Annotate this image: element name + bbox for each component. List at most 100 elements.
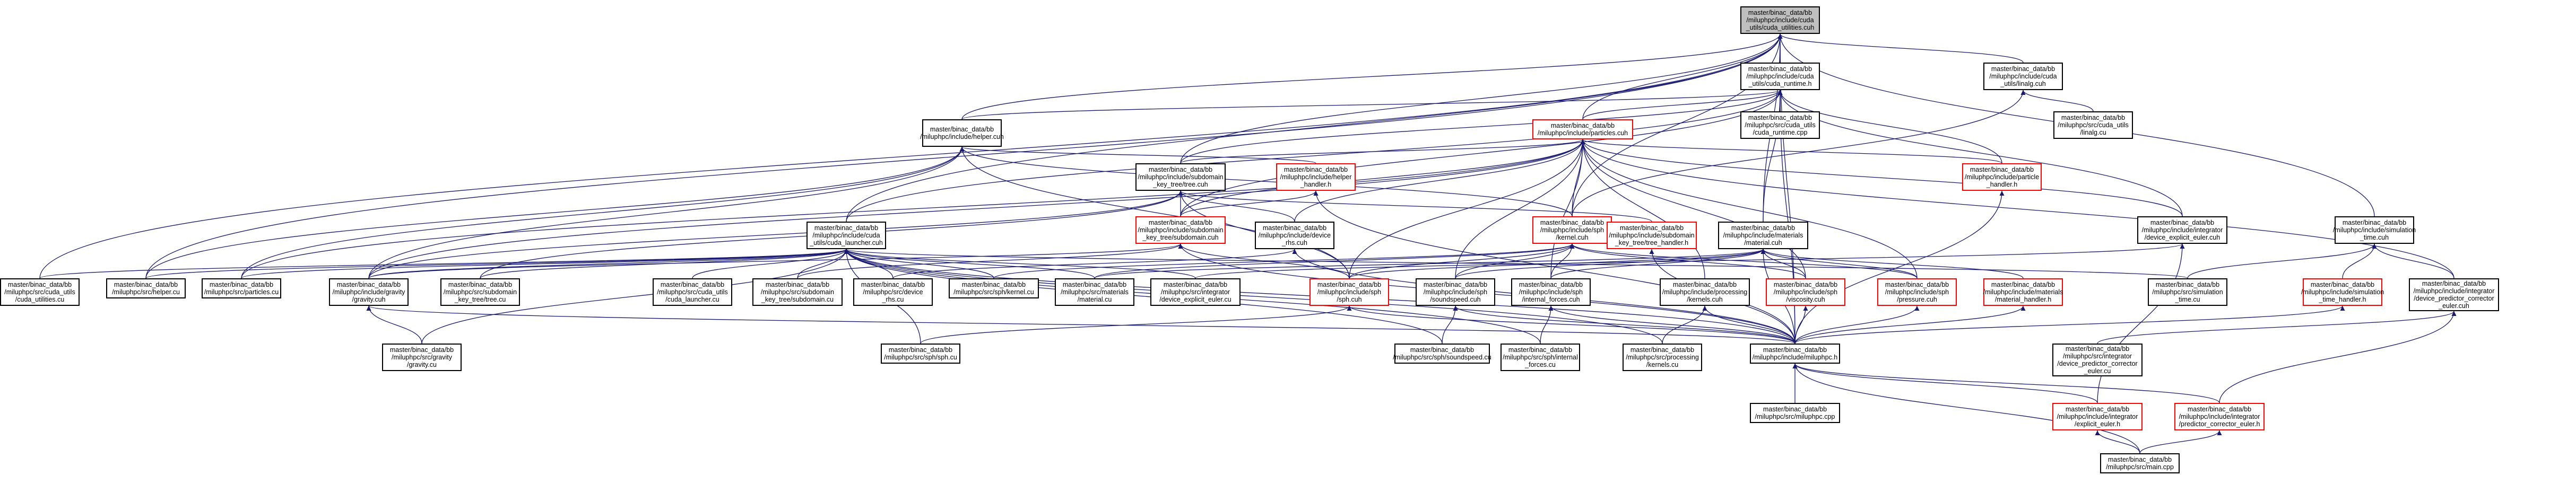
node-device-pc-euler-cu[interactable]: master/binac_data/bb /miluphpc/src/integ… xyxy=(2052,344,2143,376)
node-cuda-runtime[interactable]: master/binac_data/bb /miluphpc/include/c… xyxy=(1740,63,1820,90)
edge-material_cuh-to-pressure_cuh xyxy=(1760,249,1918,279)
node-gravity-cuh[interactable]: master/binac_data/bb /miluphpc/include/g… xyxy=(329,278,409,306)
edge-particles_cuh-to-soundspeed_cuh xyxy=(1455,139,1585,279)
node-label: master/binac_data/bb /miluphpc/src/cuda_… xyxy=(1745,114,1816,136)
node-explicit-euler-h[interactable]: master/binac_data/bb /miluphpc/include/i… xyxy=(2052,403,2143,430)
node-cuda-launcher[interactable]: master/binac_data/bb /miluphpc/include/c… xyxy=(806,222,886,249)
node-device-pc-euler-cuh[interactable]: master/binac_data/bb /miluphpc/include/i… xyxy=(2409,278,2499,311)
edge-particles_cuh-to-gravity_cuh xyxy=(368,139,1585,279)
node-label: master/binac_data/bb /miluphpc/include/s… xyxy=(1423,281,1488,303)
node-miluphpc-h[interactable]: master/binac_data/bb /miluphpc/include/m… xyxy=(1750,344,1840,364)
node-label: master/binac_data/bb /miluphpc/include/d… xyxy=(1258,224,1331,247)
node-label: master/binac_data/bb /miluphpc/include/c… xyxy=(1746,65,1814,87)
node-kernels-cuh[interactable]: master/binac_data/bb /miluphpc/include/p… xyxy=(1660,278,1750,306)
edge-kernel_cuh-to-sph_cuh xyxy=(1349,243,1575,279)
node-internal-forces-cu[interactable]: master/binac_data/bb /miluphpc/src/sph/i… xyxy=(1501,344,1580,371)
node-sph-cu[interactable]: master/binac_data/bb /miluphpc/src/sph/s… xyxy=(881,344,960,364)
edge-explicit_euler_h-to-main_cpp xyxy=(2095,430,2140,454)
node-cuda-utilities[interactable]: master/binac_data/bb /miluphpc/include/c… xyxy=(1740,6,1820,34)
node-label: master/binac_data/bb /miluphpc/include/m… xyxy=(1983,281,2063,303)
edge-material_cuh-to-material_cu xyxy=(1094,249,1766,279)
node-particles-cu[interactable]: master/binac_data/bb /miluphpc/src/parti… xyxy=(202,278,281,298)
node-label: master/binac_data/bb /miluphpc/include/m… xyxy=(1723,224,1803,247)
node-label: master/binac_data/bb /miluphpc/include/s… xyxy=(1138,166,1224,188)
node-cuda-utilities-cu[interactable]: master/binac_data/bb /miluphpc/src/cuda_… xyxy=(0,278,80,306)
node-internal-forces-cuh[interactable]: master/binac_data/bb /miluphpc/include/s… xyxy=(1511,278,1591,306)
node-helper-cu[interactable]: master/binac_data/bb /miluphpc/src/helpe… xyxy=(106,278,186,298)
node-sph-cuh[interactable]: master/binac_data/bb /miluphpc/include/s… xyxy=(1309,278,1389,306)
node-cuda-runtime-cpp[interactable]: master/binac_data/bb /miluphpc/src/cuda_… xyxy=(1740,111,1820,139)
node-label: master/binac_data/bb /miluphpc/include/s… xyxy=(1540,219,1604,241)
node-label: master/binac_data/bb /miluphpc/include/s… xyxy=(1138,219,1224,241)
edge-simulation_time_cuh-to-simulation_time_cu xyxy=(2187,243,2377,279)
node-label: master/binac_data/bb /miluphpc/include/i… xyxy=(2179,406,2260,428)
edge-helper_cuh-to-helper_cu xyxy=(145,146,965,279)
node-kernels-cu[interactable]: master/binac_data/bb /miluphpc/src/proce… xyxy=(1623,344,1702,371)
node-gravity-cu[interactable]: master/binac_data/bb /miluphpc/src/gravi… xyxy=(382,344,462,371)
node-label: master/binac_data/bb /miluphpc/include/s… xyxy=(2332,219,2416,241)
edge-particles_cuh-to-device_explicit_euler_cuh xyxy=(1580,139,2183,217)
node-soundspeed-cuh[interactable]: master/binac_data/bb /miluphpc/include/s… xyxy=(1416,278,1495,306)
node-main-cpp[interactable]: master/binac_data/bb /miluphpc/src/main.… xyxy=(2100,453,2180,473)
node-subdomain-cuh[interactable]: master/binac_data/bb /miluphpc/include/s… xyxy=(1135,216,1226,244)
edge-sph_cuh-to-sph_cu xyxy=(920,305,1352,344)
edge-particles_cuh-to-tree_cuh xyxy=(1180,139,1585,164)
edge-simulation_time_cuh-to-time_handler xyxy=(2342,243,2377,279)
node-label: master/binac_data/bb /miluphpc/include/m… xyxy=(1752,346,1838,361)
node-time-handler[interactable]: master/binac_data/bb /miluphpc/include/s… xyxy=(2301,278,2384,306)
node-cuda-launcher-cu[interactable]: master/binac_data/bb /miluphpc/src/cuda_… xyxy=(653,278,732,306)
node-viscosity-cuh[interactable]: master/binac_data/bb /miluphpc/include/s… xyxy=(1766,278,1845,306)
node-device-explicit-euler-cu[interactable]: master/binac_data/bb /miluphpc/src/integ… xyxy=(1150,278,1241,306)
node-pressure-cuh[interactable]: master/binac_data/bb /miluphpc/include/s… xyxy=(1877,278,1957,306)
node-device-explicit-euler-cuh[interactable]: master/binac_data/bb /miluphpc/include/i… xyxy=(2137,216,2227,244)
edge-device_pc_euler_cuh-to-pc_euler_h xyxy=(2219,311,2457,403)
node-tree-cu[interactable]: master/binac_data/bb /miluphpc/src/subdo… xyxy=(440,278,520,306)
node-subdomain-cu[interactable]: master/binac_data/bb /miluphpc/src/subdo… xyxy=(752,278,843,306)
node-particle-handler[interactable]: master/binac_data/bb /miluphpc/include/p… xyxy=(1962,163,2042,191)
edge-device_rhs_cuh-to-device_rhs_cu xyxy=(892,249,1297,279)
node-helper-handler[interactable]: master/binac_data/bb /miluphpc/include/h… xyxy=(1276,163,1356,191)
edge-particles_cuh-to-device_rhs_cuh xyxy=(1294,139,1585,222)
node-label: master/binac_data/bb /miluphpc/src/integ… xyxy=(2057,345,2138,375)
edge-kernels_cuh-to-kernels_cu xyxy=(1662,305,1707,344)
node-pc-euler-h[interactable]: master/binac_data/bb /miluphpc/include/i… xyxy=(2174,403,2265,430)
node-tree-handler[interactable]: master/binac_data/bb /miluphpc/include/s… xyxy=(1607,222,1697,249)
node-label: master/binac_data/bb /miluphpc/include/s… xyxy=(1317,281,1382,303)
node-linalg-cu[interactable]: master/binac_data/bb /miluphpc/src/cuda_… xyxy=(2053,111,2133,139)
node-device-rhs-cu[interactable]: master/binac_data/bb /miluphpc/src/devic… xyxy=(853,278,933,306)
node-material-handler[interactable]: master/binac_data/bb /miluphpc/include/m… xyxy=(1983,278,2063,306)
node-label: master/binac_data/bb /miluphpc/src/proce… xyxy=(1626,346,1699,368)
node-particles-cuh[interactable]: master/binac_data/bb /miluphpc/include/p… xyxy=(1532,119,1633,139)
node-tree-cuh[interactable]: master/binac_data/bb /miluphpc/include/s… xyxy=(1135,163,1226,191)
node-helper-cuh[interactable]: master/binac_data/bb /miluphpc/include/h… xyxy=(920,119,1004,147)
node-simulation-time-cu[interactable]: master/binac_data/bb /miluphpc/src/simul… xyxy=(2148,278,2227,306)
edge-helper_cuh-to-sph_cuh xyxy=(959,146,1350,279)
node-linalg[interactable]: master/binac_data/bb /miluphpc/include/c… xyxy=(1983,63,2063,90)
edge-cuda_launcher-to-kernel_cu xyxy=(844,249,994,279)
edge-cuda_runtime-to-particle_handler xyxy=(1777,90,2002,164)
edge-pressure_cuh-to-miluphpc_h xyxy=(1794,305,1920,344)
node-label: master/binac_data/bb /miluphpc/include/s… xyxy=(1609,224,1695,247)
node-label: master/binac_data/bb /miluphpc/src/devic… xyxy=(861,281,925,303)
node-simulation-time-cuh[interactable]: master/binac_data/bb /miluphpc/include/s… xyxy=(2332,216,2416,244)
node-label: master/binac_data/bb /miluphpc/include/p… xyxy=(1964,166,2040,188)
edge-cuda_utilities-to-helper_cuh xyxy=(961,33,1783,120)
node-material-cu[interactable]: master/binac_data/bb /miluphpc/src/mater… xyxy=(1055,278,1134,306)
edge-particle_handler-to-miluphpc_h xyxy=(1794,190,2005,344)
edge-helper_handler-to-miluphpc_h xyxy=(1313,190,1796,344)
node-label: master/binac_data/bb /miluphpc/src/simul… xyxy=(2152,281,2223,303)
node-label: master/binac_data/bb /miluphpc/src/cuda_… xyxy=(657,281,728,303)
node-kernel-cu[interactable]: master/binac_data/bb /miluphpc/src/sph/k… xyxy=(949,278,1039,298)
edge-time_handler-to-miluphpc_h xyxy=(1794,305,2345,344)
node-miluphpc-cpp[interactable]: master/binac_data/bb /miluphpc/src/milup… xyxy=(1750,403,1840,423)
edge-particles_cuh-to-viscosity_cuh xyxy=(1580,139,1806,279)
edge-cuda_runtime-to-particles_cuh xyxy=(1582,90,1783,120)
node-label: master/binac_data/bb /miluphpc/include/p… xyxy=(1662,281,1748,303)
node-soundspeed-cu[interactable]: master/binac_data/bb /miluphpc/src/sph/s… xyxy=(1393,344,1491,364)
node-kernel-cuh[interactable]: master/binac_data/bb /miluphpc/include/s… xyxy=(1532,216,1612,244)
node-device-rhs-cuh[interactable]: master/binac_data/bb /miluphpc/include/d… xyxy=(1255,222,1334,249)
edge-particles_cuh-to-subdomain_cuh xyxy=(1180,139,1585,217)
node-material-cuh[interactable]: master/binac_data/bb /miluphpc/include/m… xyxy=(1718,222,1808,249)
edge-linalg-to-kernel_cuh xyxy=(1572,90,2026,217)
edge-soundspeed_cuh-to-soundspeed_cu xyxy=(1442,305,1458,344)
